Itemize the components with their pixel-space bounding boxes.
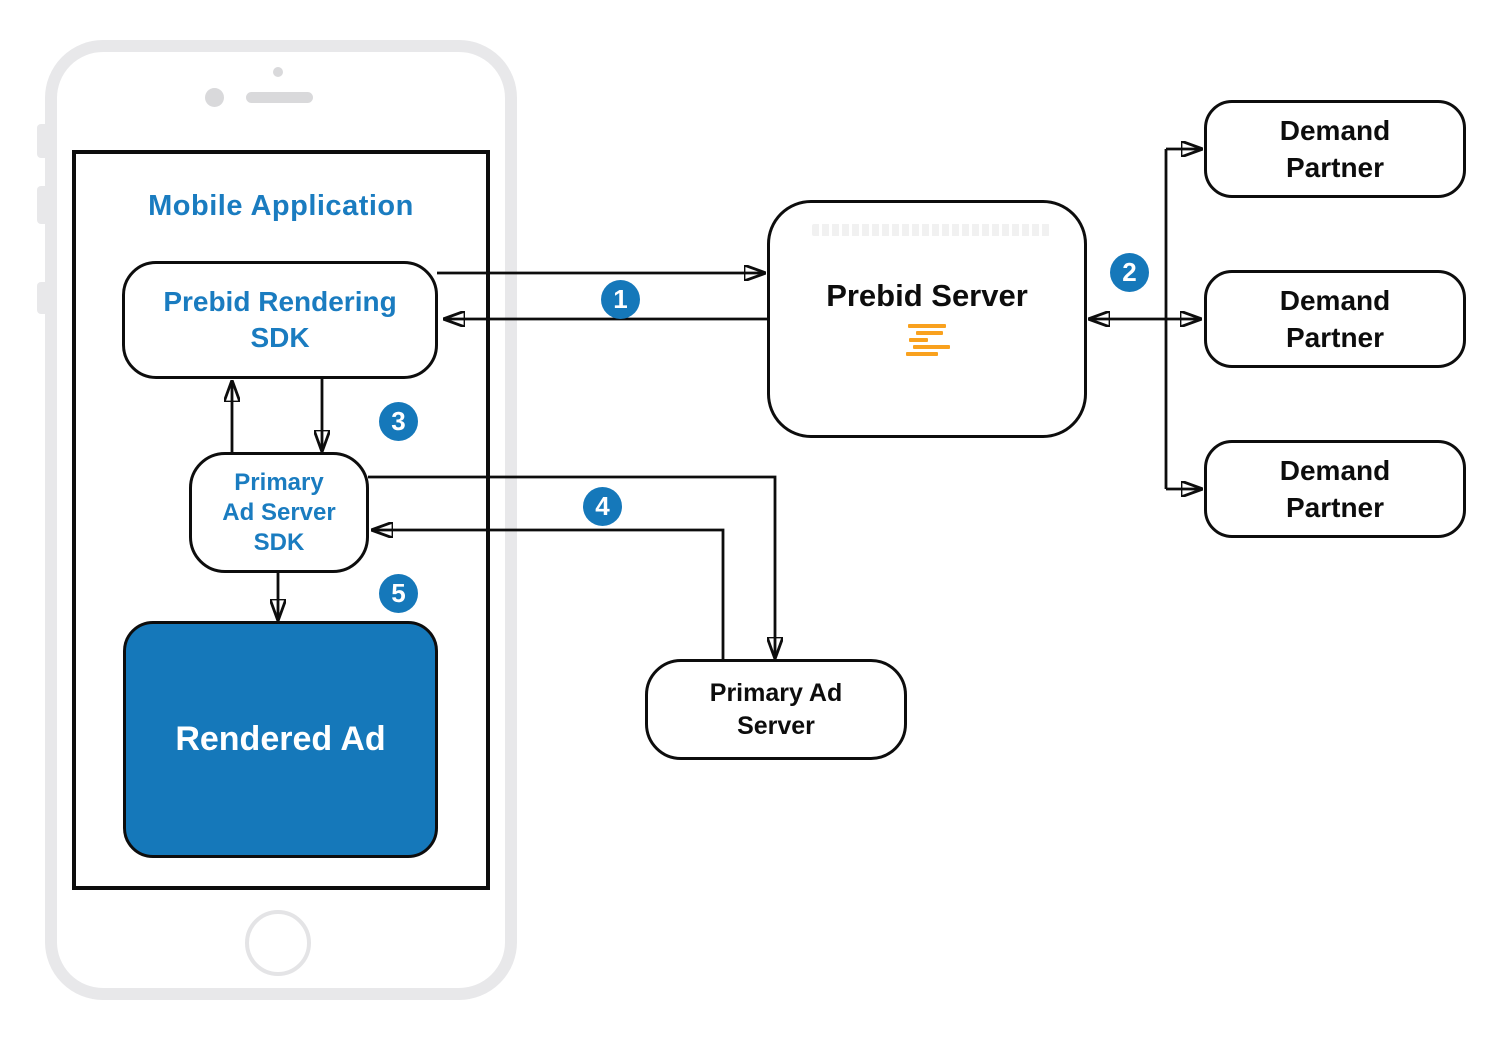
step-badge-5: 5 [379,574,418,613]
demand-partner-3-label-line1: Demand [1279,455,1391,486]
demand-partner-2-label-line2: Partner [1285,322,1385,353]
prebid-rendering-sdk-node: Prebid Rendering SDK [122,261,438,379]
step-badge-4: 4 [583,487,622,526]
volume-down-button-icon [37,282,47,314]
step-badge-1: 1 [601,280,640,319]
demand-partner-3-label-line2: Partner [1285,492,1385,523]
prebid-rendering-sdk-label-line2: SDK [250,322,310,353]
primary-ad-server-sdk-label-line3: SDK [253,528,305,556]
primary-ad-server-label-line2: Server [737,711,815,740]
demand-partner-node-1: Demand Partner [1204,100,1466,198]
primary-ad-server-sdk-label-line1: Primary [234,468,324,496]
prebid-logo-icon [903,322,951,360]
mobile-application-title: Mobile Application [148,190,414,222]
prebid-server-label: Prebid Server [826,278,1028,313]
greeked-text-row [812,224,1050,236]
demand-partner-1-label-line1: Demand [1279,115,1391,146]
primary-ad-server-node: Primary Ad Server [645,659,907,760]
speaker-icon [246,92,313,103]
front-camera-icon [205,88,224,107]
primary-ad-server-sdk-label-line2: Ad Server [222,498,336,526]
demand-partner-node-3: Demand Partner [1204,440,1466,538]
demand-partner-1-label-line2: Partner [1285,152,1385,183]
prebid-server-node: Prebid Server [767,200,1087,438]
camera-icon [273,67,283,77]
home-button-icon [245,910,311,976]
step-badge-3: 3 [379,402,418,441]
primary-ad-server-sdk-node: Primary Ad Server SDK [189,452,369,573]
demand-partner-node-2: Demand Partner [1204,270,1466,368]
rendered-ad-label: Rendered Ad [175,720,386,758]
rendered-ad-node: Rendered Ad [123,621,438,858]
volume-up-button-icon [37,186,47,224]
prebid-rendering-sdk-label-line1: Prebid Rendering [163,286,397,317]
mute-switch-icon [37,124,47,158]
primary-ad-server-label-line1: Primary Ad [709,678,843,707]
demand-partner-2-label-line1: Demand [1279,285,1391,316]
step-badge-2: 2 [1110,253,1149,292]
